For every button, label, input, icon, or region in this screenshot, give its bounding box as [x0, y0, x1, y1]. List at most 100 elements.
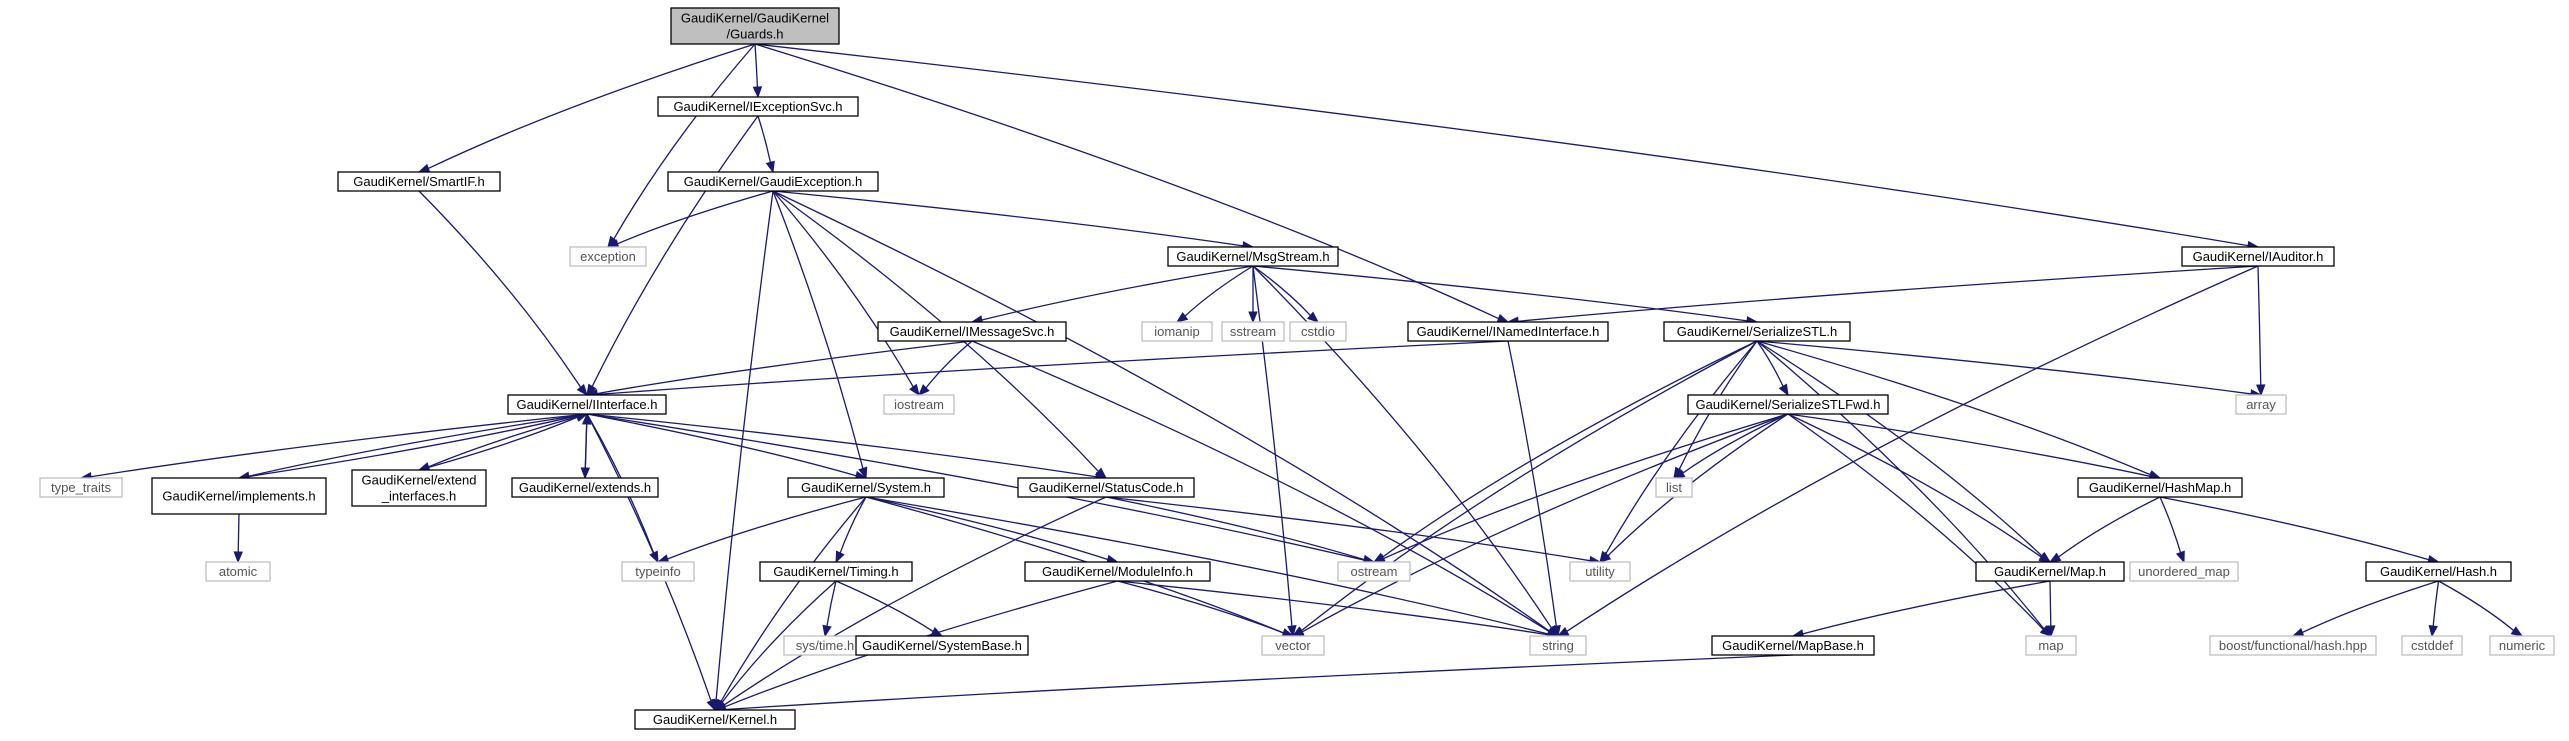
edge-system-to-kernel: [720, 496, 867, 703]
node-box: [1141, 321, 1213, 342]
node-boosthash[interactable]: boost/functional/hash.hpp: [2209, 635, 2377, 656]
edge-timing-to-kernel: [721, 580, 837, 704]
edge-moduleinfo-to-vector: [1117, 580, 1284, 634]
node-guards[interactable]: GaudiKernel/GaudiKernel/Guards.h: [670, 7, 840, 45]
node-kernel[interactable]: GaudiKernel/Kernel.h: [634, 709, 796, 730]
node-systime[interactable]: sys/time.h: [783, 635, 867, 656]
node-vector[interactable]: vector: [1261, 635, 1325, 656]
node-exception[interactable]: exception: [569, 246, 647, 267]
arrowhead-timing-to-systime: [822, 624, 832, 638]
node-extend-interfaces[interactable]: GaudiKernel/extend_interfaces.h: [351, 469, 487, 507]
edge-serializestlfwd-to-list: [1682, 413, 1789, 474]
node-utility[interactable]: utility: [1569, 561, 1631, 582]
node-box: [1975, 561, 2125, 582]
node-iomanip[interactable]: iomanip: [1141, 321, 1213, 342]
arrowhead-msgstream-to-cstdio: [1306, 311, 1320, 323]
node-label: GaudiKernel/System.h: [801, 480, 931, 495]
node-label: GaudiKernel/ModuleInfo.h: [1042, 564, 1193, 579]
node-label: GaudiKernel/implements.h: [162, 489, 315, 504]
edge-iexceptionsvc-to-iinterface: [591, 115, 759, 387]
arrowhead-guards-to-inamedinterface: [1496, 313, 1510, 323]
node-box: [1687, 394, 1889, 415]
node-box: [2235, 394, 2287, 415]
node-box: [2025, 635, 2077, 656]
edge-serializestl-to-hashmap: [1756, 340, 2151, 476]
node-type-traits[interactable]: type_traits: [39, 477, 123, 498]
node-extends[interactable]: GaudiKernel/extends.h: [511, 477, 659, 498]
node-iexceptionsvc[interactable]: GaudiKernel/IExceptionSvc.h: [657, 96, 859, 117]
node-ostream[interactable]: ostream: [1337, 561, 1411, 582]
edge-gaudiexception-to-exception: [617, 190, 774, 245]
node-label: GaudiKernel/GaudiKernel: [681, 11, 829, 26]
edge-iauditor-to-inamedinterface: [1517, 265, 2259, 322]
node-box: [1289, 321, 1347, 342]
edge-statuscode-to-ostream: [1105, 496, 1365, 561]
node-cstddef[interactable]: cstddef: [2401, 635, 2463, 656]
edge-msgstream-to-iomanip: [1184, 265, 1254, 317]
node-unordered-map[interactable]: unordered_map: [2129, 561, 2239, 582]
node-sstream[interactable]: sstream: [1221, 321, 1285, 342]
edge-iinterface-to-statuscode: [586, 413, 1097, 478]
edge-map_h-to-mapbase: [1802, 580, 2051, 635]
edge-iinterface-to-type_traits: [90, 413, 588, 478]
node-box: [151, 477, 327, 515]
edge-guards-to-inamedinterface: [754, 43, 1499, 320]
edge-mapbase-to-kernel: [724, 654, 1794, 711]
edge-iinterface-to-extend_interfaces: [428, 413, 588, 468]
node-atomic[interactable]: atomic: [205, 561, 271, 582]
node-system[interactable]: GaudiKernel/System.h: [787, 477, 945, 498]
node-numeric[interactable]: numeric: [2489, 635, 2555, 656]
node-mapbase[interactable]: GaudiKernel/MapBase.h: [1711, 635, 1875, 656]
node-label: GaudiKernel/Hash.h: [2380, 564, 2497, 579]
node-iostream[interactable]: iostream: [883, 394, 955, 415]
node-imessagesvc[interactable]: GaudiKernel/IMessageSvc.h: [877, 321, 1067, 342]
node-statuscode[interactable]: GaudiKernel/StatusCode.h: [1017, 477, 1195, 498]
node-label: GaudiKernel/IExceptionSvc.h: [673, 99, 842, 114]
node-hash[interactable]: GaudiKernel/Hash.h: [2365, 561, 2512, 582]
node-label: GaudiKernel/SerializeSTLFwd.h: [1696, 397, 1881, 412]
node-iauditor[interactable]: GaudiKernel/IAuditor.h: [2181, 246, 2335, 267]
node-label: GaudiKernel/MapBase.h: [1722, 638, 1864, 653]
node-box: [1655, 477, 1693, 498]
node-inamedinterface[interactable]: GaudiKernel/INamedInterface.h: [1407, 321, 1609, 342]
node-box: [634, 709, 796, 730]
node-systembase[interactable]: GaudiKernel/SystemBase.h: [855, 635, 1029, 656]
node-smartif[interactable]: GaudiKernel/SmartIF.h: [337, 171, 501, 192]
node-timing[interactable]: GaudiKernel/Timing.h: [759, 561, 913, 582]
node-box: [667, 171, 879, 192]
node-label: typeinfo: [635, 564, 681, 579]
node-label: unordered_map: [2138, 564, 2230, 579]
node-label: string: [1542, 638, 1574, 653]
node-array[interactable]: array: [2235, 394, 2287, 415]
node-label: iomanip: [1154, 324, 1200, 339]
node-typeinfo[interactable]: typeinfo: [621, 561, 695, 582]
node-serializestl[interactable]: GaudiKernel/SerializeSTL.h: [1663, 321, 1851, 342]
edge-serializestl-to-array: [1756, 340, 2252, 395]
node-gaudiexception[interactable]: GaudiKernel/GaudiException.h: [667, 171, 879, 192]
node-iinterface[interactable]: GaudiKernel/IInterface.h: [507, 394, 667, 415]
arrowhead-inamedinterface-to-string: [1551, 624, 1561, 638]
node-label: GaudiKernel/GaudiException.h: [684, 174, 863, 189]
node-map[interactable]: map: [2025, 635, 2077, 656]
node-hashmap[interactable]: GaudiKernel/HashMap.h: [2077, 477, 2243, 498]
edge-serializestl-to-vector: [1301, 340, 1758, 632]
node-serializestlfwd[interactable]: GaudiKernel/SerializeSTLFwd.h: [1687, 394, 1889, 415]
node-msgstream[interactable]: GaudiKernel/MsgStream.h: [1167, 246, 1339, 267]
edge-system-to-string: [865, 496, 1549, 635]
edge-guards-to-exception: [613, 43, 756, 240]
node-box: [2209, 635, 2377, 656]
node-implements[interactable]: GaudiKernel/implements.h: [151, 477, 327, 515]
node-string[interactable]: string: [1529, 635, 1587, 656]
node-cstdio[interactable]: cstdio: [1289, 321, 1347, 342]
node-box: [351, 469, 487, 507]
node-moduleinfo[interactable]: GaudiKernel/ModuleInfo.h: [1024, 561, 1211, 582]
arrowhead-serializestlfwd-to-map_h: [2038, 552, 2052, 563]
edge-guards-to-iexceptionsvc: [754, 43, 759, 88]
node-list[interactable]: list: [1655, 477, 1693, 498]
node-map-h[interactable]: GaudiKernel/Map.h: [1975, 561, 2125, 582]
node-label: GaudiKernel/INamedInterface.h: [1417, 324, 1600, 339]
edge-statuscode-to-kernel: [723, 496, 1107, 706]
edge-hash-to-boosthash: [2302, 580, 2439, 634]
edge-serializestlfwd-to-map: [1787, 413, 2044, 630]
